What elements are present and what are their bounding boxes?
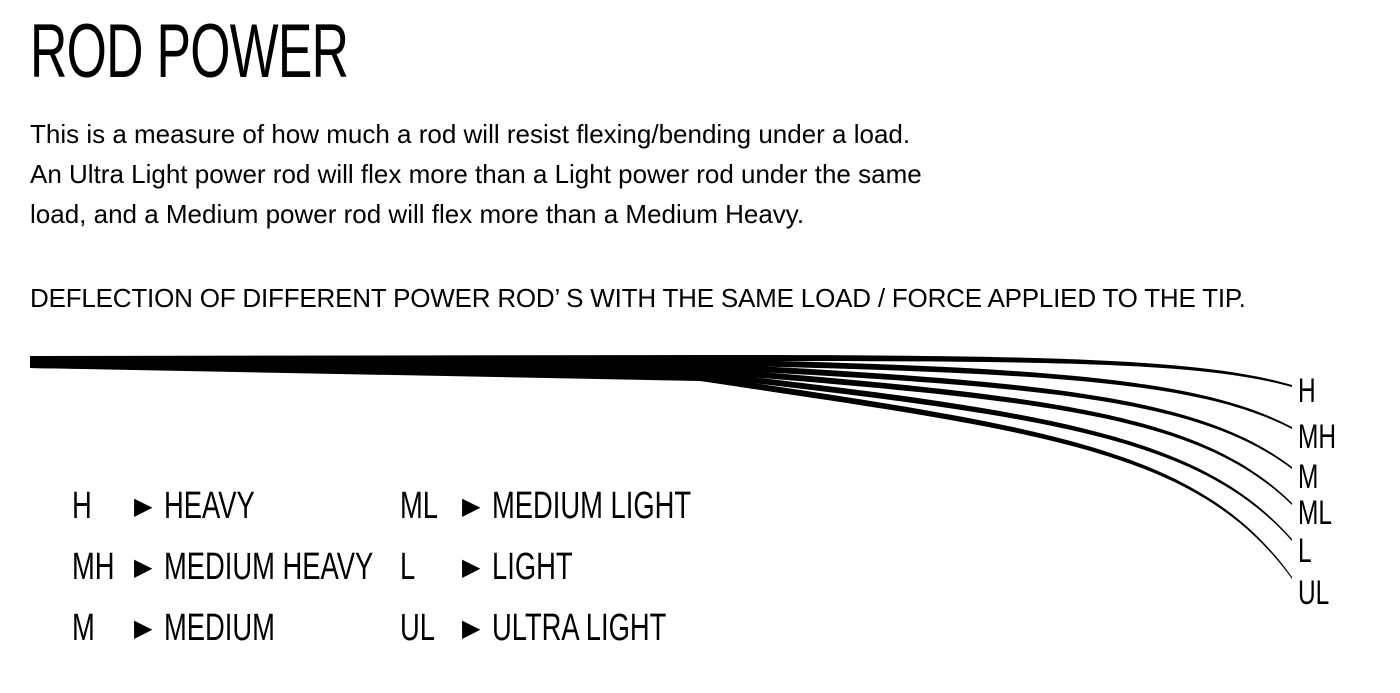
legend-abbr: UL [400, 606, 435, 649]
arrow-right-icon: ▶ [462, 492, 481, 520]
legend-name: MEDIUM [164, 606, 275, 649]
arrow-right-icon: ▶ [134, 614, 153, 642]
legend-abbr: L [400, 545, 416, 588]
diagram-subtitle: DEFLECTION OF DIFFERENT POWER ROD’ S WIT… [30, 283, 1246, 313]
rod-curve-m [30, 356, 1292, 469]
legend-name: MEDIUM LIGHT [492, 484, 692, 527]
description-line-3: load, and a Medium power rod will flex m… [30, 199, 805, 229]
rod-label-ml: ML [1298, 494, 1332, 532]
legend-name: HEAVY [164, 484, 255, 527]
arrow-right-icon: ▶ [462, 553, 481, 581]
rod-label-ul: UL [1298, 574, 1329, 612]
legend-item-heavy: H ▶ HEAVY [72, 484, 290, 528]
arrow-right-icon: ▶ [134, 492, 153, 520]
arrow-right-icon: ▶ [134, 553, 153, 581]
page-title: ROD POWER [30, 9, 349, 94]
description-line-2: An Ultra Light power rod will flex more … [30, 159, 922, 189]
legend-item-ultra-light: UL ▶ ULTRA LIGHT [400, 606, 734, 650]
legend-item-light: L ▶ LIGHT [400, 545, 604, 589]
legend-abbr: ML [400, 484, 439, 527]
rod-label-h: H [1298, 372, 1316, 410]
legend-item-medium-light: ML ▶ MEDIUM LIGHT [400, 484, 769, 528]
description: This is a measure of how much a rod will… [30, 114, 1090, 234]
legend-item-medium-heavy: MH ▶ MEDIUM HEAVY [72, 545, 455, 589]
legend-name: MEDIUM HEAVY [164, 545, 374, 588]
legend-name: LIGHT [492, 545, 573, 588]
rod-label-mh: MH [1298, 418, 1336, 456]
legend-abbr: H [72, 484, 92, 527]
rod-label-m: M [1298, 458, 1318, 496]
legend-abbr: MH [72, 545, 115, 588]
arrow-right-icon: ▶ [462, 614, 481, 642]
description-line-1: This is a measure of how much a rod will… [30, 119, 911, 149]
legend-item-medium: M ▶ MEDIUM [72, 606, 318, 650]
legend-name: ULTRA LIGHT [492, 606, 667, 649]
rod-label-l: L [1298, 532, 1312, 570]
legend-abbr: M [72, 606, 95, 649]
rod-curves [30, 355, 1292, 579]
rod-curve-ml [30, 356, 1292, 505]
